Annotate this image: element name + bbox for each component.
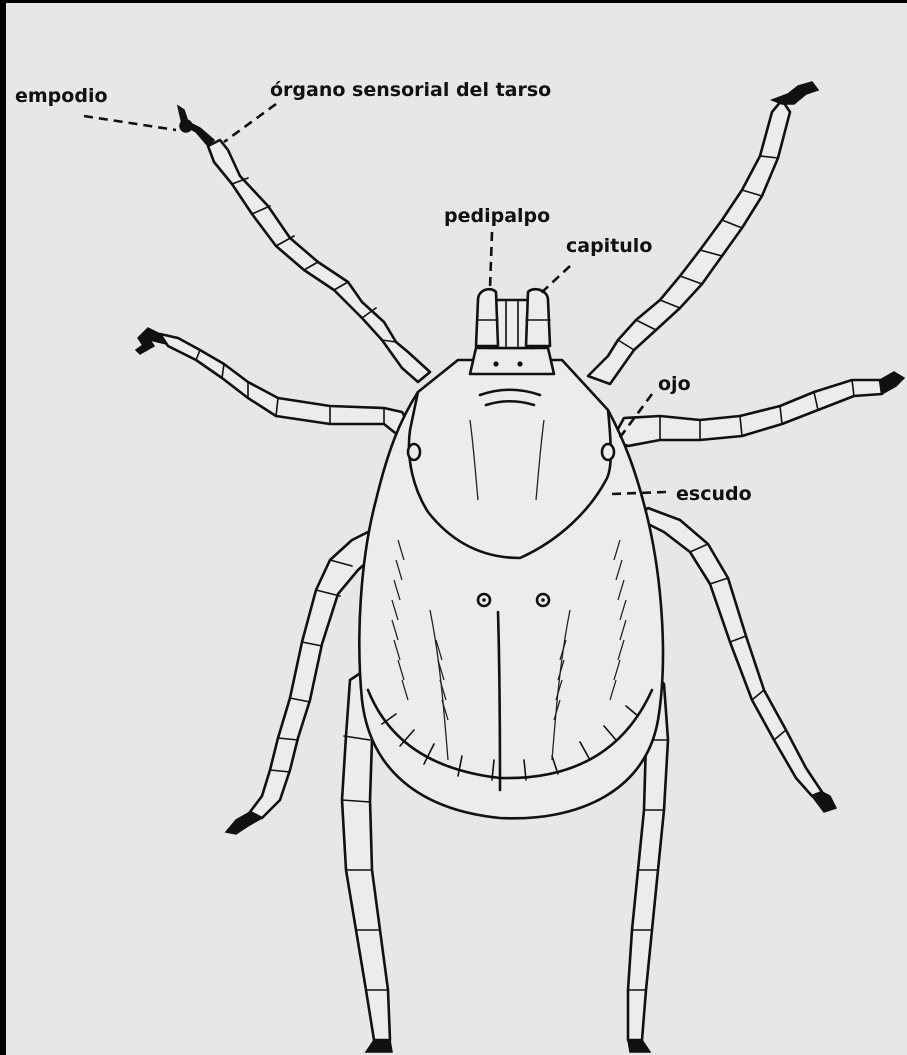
label-organo-sensorial: órgano sensorial del tarso: [270, 79, 551, 101]
leader-capitulo: [540, 266, 570, 294]
capitulum: [470, 289, 554, 374]
leader-organo-sensorial: [224, 104, 276, 142]
label-empodio: empodio: [15, 85, 108, 107]
leader-pedipalpo: [490, 232, 492, 288]
leg-1-left: [178, 106, 430, 382]
eye-left: [408, 444, 420, 460]
label-pedipalpo: pedipalpo: [444, 205, 550, 227]
label-ojo: ojo: [658, 373, 691, 395]
leg-2-left: [136, 328, 412, 440]
leader-empodio: [84, 116, 176, 130]
eye-right: [602, 444, 614, 460]
leg-1-right: [588, 82, 818, 384]
label-escudo: escudo: [676, 483, 752, 505]
label-capitulo: capitulo: [566, 235, 652, 257]
leg-2-right: [612, 372, 904, 446]
